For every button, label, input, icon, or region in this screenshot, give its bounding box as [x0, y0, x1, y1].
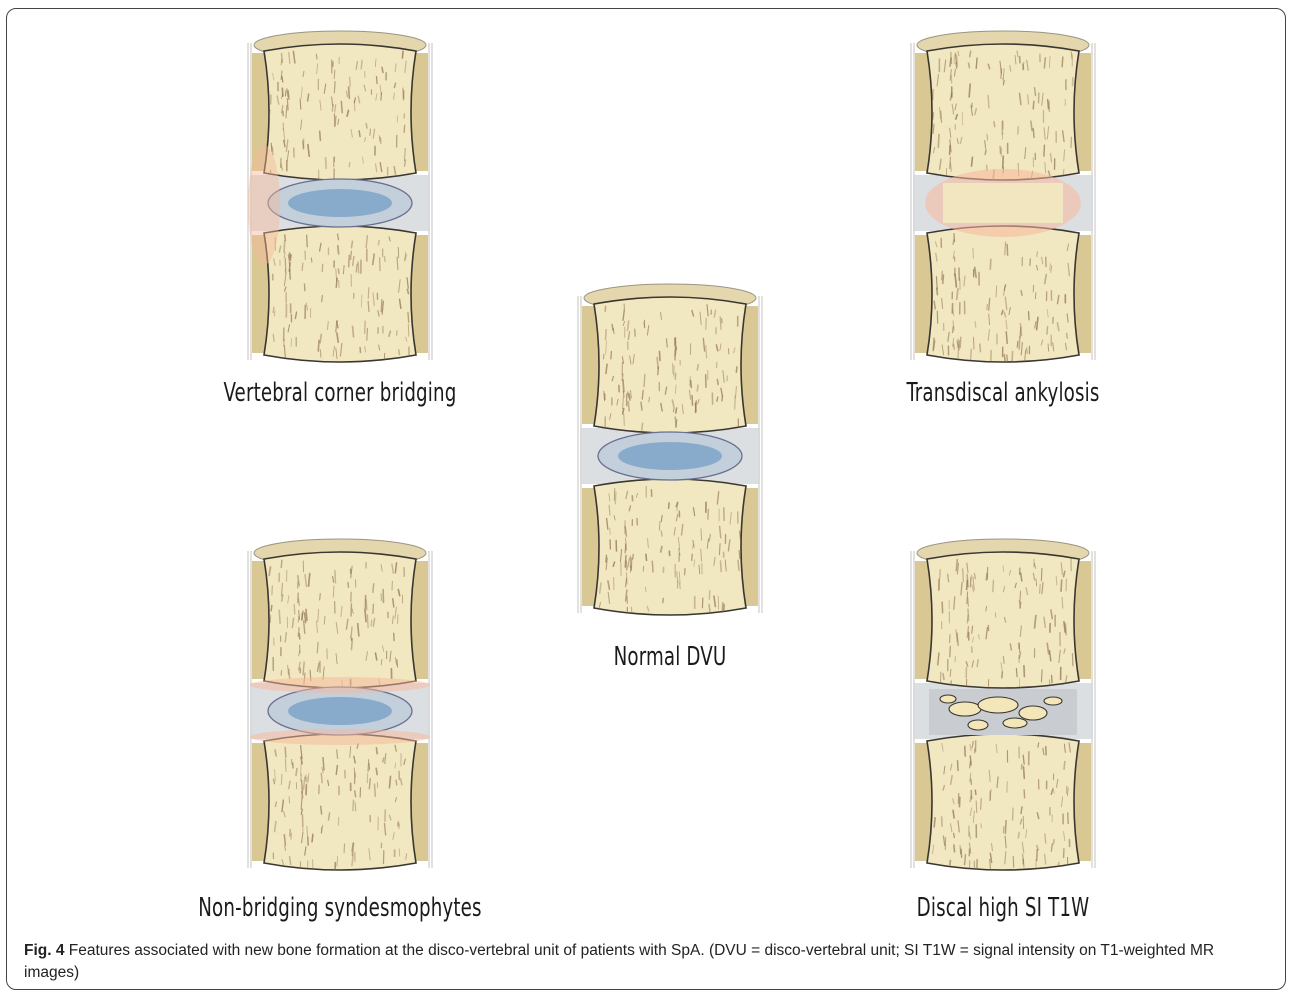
label-discal-high-si-t1w: Discal high SI T1W	[847, 893, 1159, 923]
lower-vertebra-body	[264, 734, 416, 870]
caption-figure-number: Fig. 4	[24, 942, 64, 959]
vertebral-corner-bridging-illustration	[240, 25, 440, 365]
high-si-focus	[1003, 718, 1027, 728]
fused-disc	[943, 183, 1063, 223]
corner-bridge-glow	[248, 145, 280, 265]
label-non-bridging-syndesmophytes: Non-bridging syndesmophytes	[184, 893, 496, 923]
high-si-focus	[968, 720, 988, 730]
upper-vertebra-body	[594, 297, 746, 433]
lower-vertebra-body	[927, 734, 1079, 870]
nucleus-pulposus	[618, 442, 722, 470]
transdiscal-ankylosis-illustration	[903, 25, 1103, 365]
lower-vertebra-body	[927, 226, 1079, 362]
figure-caption: Fig. 4 Features associated with new bone…	[24, 940, 1269, 984]
discal-high-si-t1w-illustration	[903, 533, 1103, 873]
syndesmophyte-upper	[250, 677, 430, 693]
label-normal-dvu: Normal DVU	[514, 642, 826, 672]
high-si-focus	[940, 695, 956, 703]
panel-vertebral-corner-bridging	[240, 25, 440, 365]
non-bridging-syndesmophytes-illustration	[240, 533, 440, 873]
panel-non-bridging-syndesmophytes	[240, 533, 440, 873]
nucleus-pulposus	[288, 697, 392, 725]
normal-dvu-illustration	[570, 278, 770, 618]
panel-transdiscal-ankylosis	[903, 25, 1103, 365]
high-si-focus	[1044, 697, 1062, 705]
caption-text: Features associated with new bone format…	[24, 942, 1214, 981]
nucleus-pulposus	[288, 189, 392, 217]
high-si-focus	[1019, 706, 1047, 720]
syndesmophyte-lower	[250, 729, 430, 745]
label-vertebral-corner-bridging: Vertebral corner bridging	[184, 378, 496, 408]
high-si-focus	[949, 702, 981, 716]
high-si-focus	[978, 697, 1018, 713]
label-transdiscal-ankylosis: Transdiscal ankylosis	[847, 378, 1159, 408]
panel-normal-dvu	[570, 278, 770, 618]
panel-discal-high-si-t1w	[903, 533, 1103, 873]
